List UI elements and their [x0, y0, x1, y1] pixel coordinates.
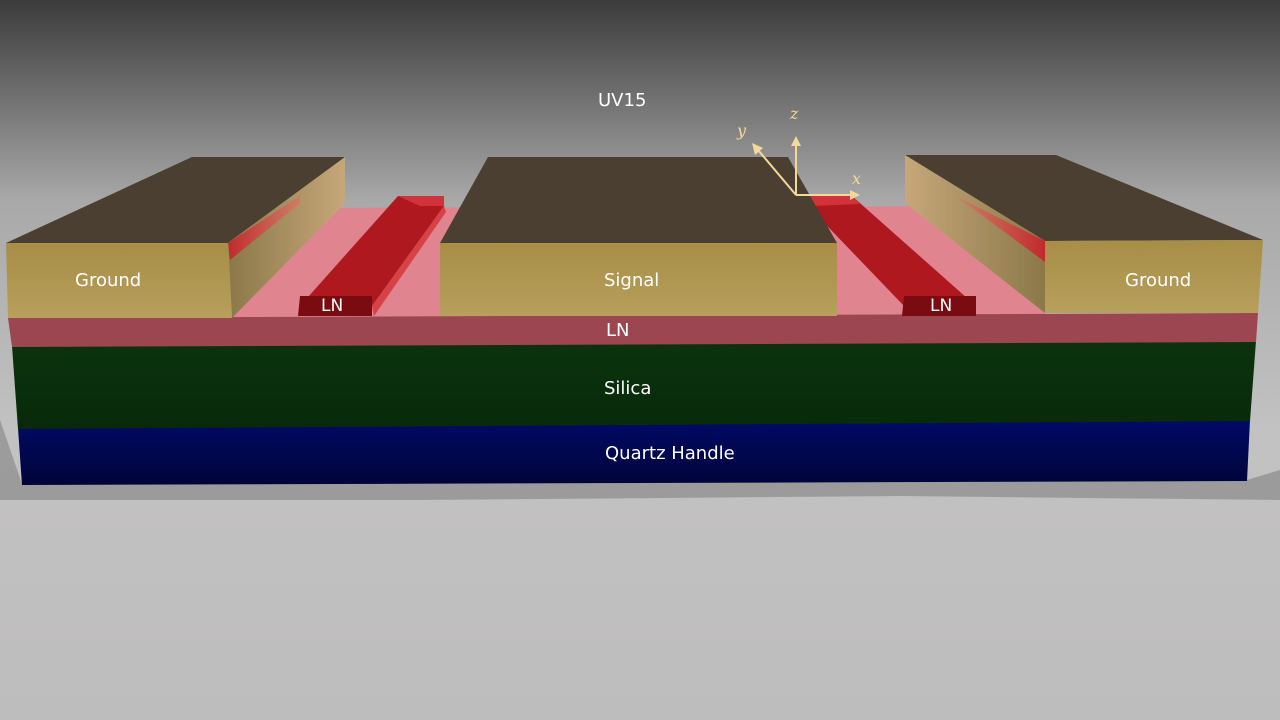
axis-label-x: x — [852, 169, 862, 188]
ridge-left — [298, 196, 446, 316]
electrode-signal — [440, 157, 837, 316]
label-ground-right: Ground — [1125, 270, 1192, 291]
label-silica: Silica — [604, 378, 652, 399]
quartz-handle-layer — [18, 420, 1250, 485]
x-axis-arrowhead — [850, 190, 860, 200]
label-ridge-right: LN — [930, 296, 953, 316]
label-ground-left: Ground — [75, 270, 142, 291]
ridge-right — [808, 196, 976, 316]
label-quartz-handle: Quartz Handle — [605, 443, 735, 464]
label-ridge-left: LN — [321, 296, 344, 316]
axis-label-z: z — [790, 104, 799, 123]
y-axis-arrowhead — [752, 143, 763, 155]
label-ln-film: LN — [606, 320, 630, 341]
y-axis-line — [757, 149, 797, 196]
electrode-ground-right — [905, 155, 1263, 313]
z-axis-arrowhead — [791, 136, 801, 146]
electrode-ground-left — [6, 157, 345, 318]
label-signal: Signal — [604, 270, 660, 291]
coordinate-axes — [752, 136, 860, 200]
slab-shadow — [0, 420, 1280, 500]
silica-layer — [12, 341, 1256, 429]
ln-film-front — [8, 313, 1258, 347]
axis-label-y: y — [737, 121, 747, 140]
figure-title: UV15 — [598, 90, 647, 111]
